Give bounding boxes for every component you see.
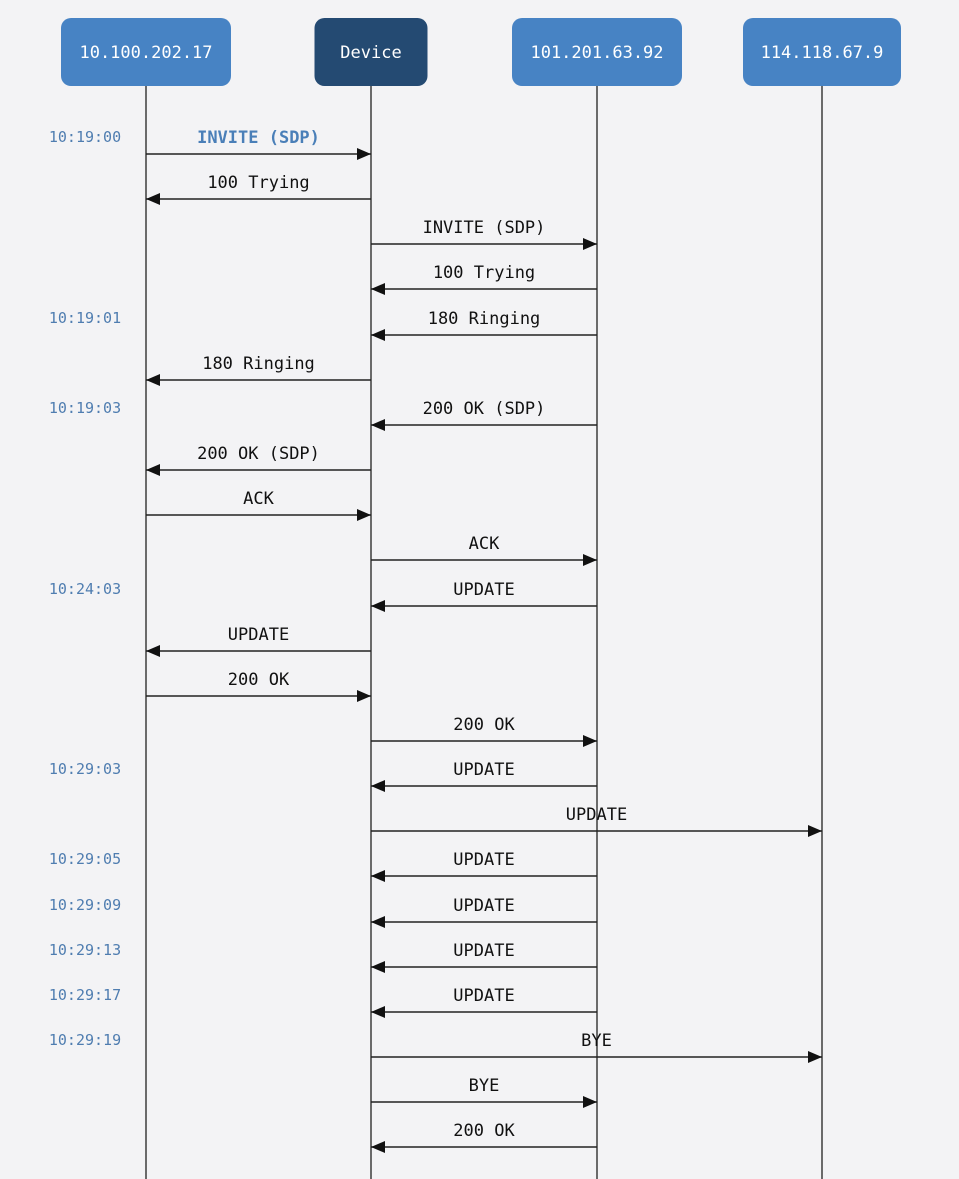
- participant-p3[interactable]: 114.118.67.9: [743, 18, 901, 86]
- message-label: 200 OK (SDP): [423, 399, 546, 419]
- message-label: ACK: [469, 534, 500, 554]
- message-timestamp: 10:29:17: [49, 986, 121, 1004]
- message-label: 180 Ringing: [202, 354, 315, 374]
- message-label: INVITE (SDP): [423, 218, 546, 238]
- participant-device-selected[interactable]: Device: [314, 18, 428, 86]
- message-timestamp: 10:24:03: [49, 580, 121, 598]
- message-row[interactable]: ACK: [146, 489, 371, 521]
- message-row[interactable]: UPDATE: [371, 805, 822, 837]
- message-row[interactable]: 200 OK: [146, 670, 371, 702]
- participant-box-bg: [743, 18, 901, 86]
- message-label: BYE: [581, 1031, 612, 1051]
- message-label: UPDATE: [228, 625, 289, 645]
- message-row[interactable]: UPDATE: [371, 760, 597, 792]
- message-row[interactable]: 180 Ringing: [371, 309, 597, 341]
- timestamp-column: 10:19:00 10:19:01 10:19:03 10:24:03 10:29:03…: [49, 128, 121, 1049]
- message-timestamp: 10:19:03: [49, 399, 121, 417]
- message-label: UPDATE: [453, 850, 514, 870]
- message-row[interactable]: 200 OK: [371, 715, 597, 747]
- message-label: UPDATE: [453, 896, 514, 916]
- message-label: 100 Trying: [207, 173, 309, 193]
- message-row[interactable]: 180 Ringing: [146, 354, 371, 386]
- message-row[interactable]: BYE: [371, 1076, 597, 1108]
- message-row[interactable]: 200 OK: [371, 1121, 597, 1153]
- message-row[interactable]: 200 OK (SDP): [371, 399, 597, 431]
- message-row[interactable]: 200 OK (SDP): [146, 444, 371, 476]
- message-row[interactable]: UPDATE: [371, 850, 597, 882]
- participant-label: 101.201.63.92: [530, 43, 663, 63]
- message-timestamp: 10:29:05: [49, 850, 121, 868]
- message-timestamp: 10:19:01: [49, 309, 121, 327]
- message-row[interactable]: UPDATE: [371, 580, 597, 612]
- message-label: ACK: [243, 489, 274, 509]
- participant-box-bg: [314, 18, 428, 86]
- message-label: 100 Trying: [433, 263, 535, 283]
- participant-headers: 10.100.202.17 Device 101.201.63.92 114.118.…: [61, 18, 901, 86]
- participant-p2[interactable]: 101.201.63.92: [512, 18, 682, 86]
- message-label: UPDATE: [453, 986, 514, 1006]
- message-label: 200 OK: [453, 715, 515, 735]
- message-label: 180 Ringing: [428, 309, 541, 329]
- message-label: UPDATE: [453, 580, 514, 600]
- message-row[interactable]: UPDATE: [371, 896, 597, 928]
- message-label: INVITE (SDP): [197, 128, 320, 148]
- message-timestamp: 10:29:03: [49, 760, 121, 778]
- message-label: 200 OK: [453, 1121, 515, 1141]
- lifelines: [145, 86, 823, 1179]
- message-row[interactable]: INVITE (SDP): [371, 218, 597, 250]
- message-label: BYE: [469, 1076, 500, 1096]
- participant-label: Device: [340, 43, 401, 63]
- message-row[interactable]: UPDATE: [371, 941, 597, 973]
- message-row[interactable]: 100 Trying: [146, 173, 371, 205]
- message-label: UPDATE: [566, 805, 627, 825]
- message-timestamp: 10:29:09: [49, 896, 121, 914]
- participant-box-bg: [512, 18, 682, 86]
- message-timestamp: 10:29:19: [49, 1031, 121, 1049]
- message-label: UPDATE: [453, 760, 514, 780]
- message-label: UPDATE: [453, 941, 514, 961]
- message-timestamp: 10:29:13: [49, 941, 121, 959]
- message-row[interactable]: UPDATE: [146, 625, 371, 657]
- message-row[interactable]: 100 Trying: [371, 263, 597, 295]
- message-row[interactable]: ACK: [371, 534, 597, 566]
- message-row[interactable]: UPDATE: [371, 986, 597, 1018]
- participant-label: 114.118.67.9: [761, 43, 884, 63]
- message-label: 200 OK (SDP): [197, 444, 320, 464]
- message-row[interactable]: BYE: [371, 1031, 822, 1063]
- participant-p0[interactable]: 10.100.202.17: [61, 18, 231, 86]
- message-label: 200 OK: [228, 670, 290, 690]
- message-row-selected[interactable]: INVITE (SDP): [146, 128, 371, 160]
- participant-label: 10.100.202.17: [79, 43, 212, 63]
- message-timestamp: 10:19:00: [49, 128, 121, 146]
- participant-box-bg: [61, 18, 231, 86]
